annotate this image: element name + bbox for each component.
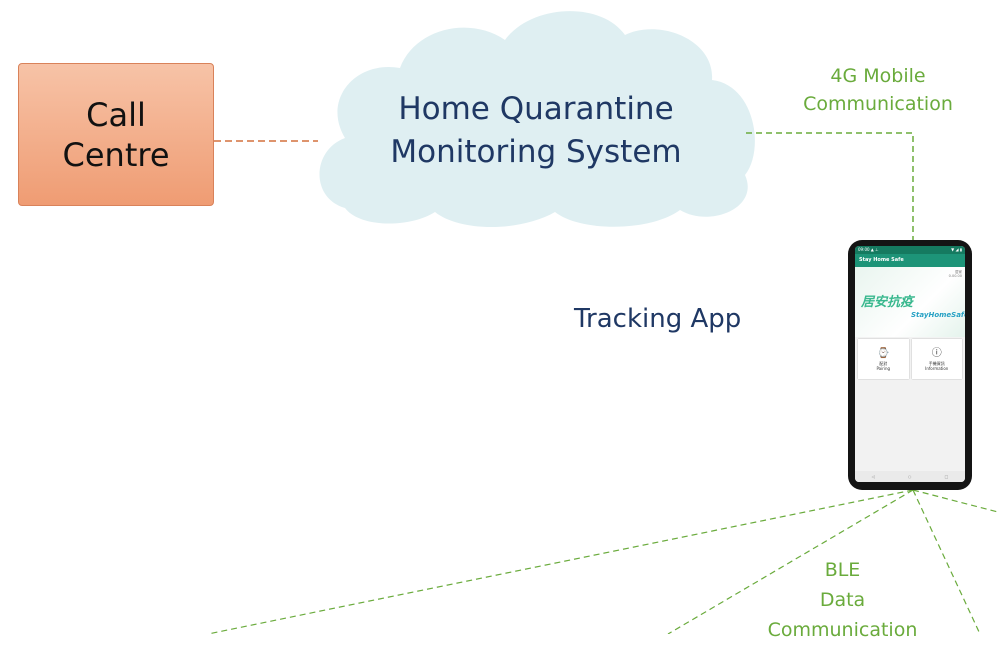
information-tile[interactable]: ⓘ 手機資訊 Information <box>911 339 962 379</box>
call-centre-line2: Centre <box>62 135 170 174</box>
ble-label: BLE Data Communication <box>740 555 945 645</box>
android-nav-bar: ◁ ○ □ <box>855 471 965 482</box>
4g-label: 4G Mobile Communication <box>773 62 983 118</box>
ble-link-right <box>912 489 998 513</box>
banner-corner-text: 居家 0.00.00 <box>949 270 962 278</box>
app-logo-english: StayHomeSafe <box>911 311 965 319</box>
back-icon[interactable]: ◁ <box>871 474 875 479</box>
4g-label-line2: Communication <box>803 93 953 115</box>
cloud-label-line1: Home Quarantine <box>398 91 674 127</box>
app-tiles: ⌚ 配對 Pairing ⓘ 手機資訊 Information <box>855 337 965 381</box>
banner-corner-line2: 0.00.00 <box>948 274 962 278</box>
pairing-label-en: Pairing <box>876 365 891 371</box>
ble-link-mid <box>667 489 914 634</box>
app-banner: 居家 0.00.00 居安抗疫 StayHomeSafe <box>855 267 965 337</box>
phone-status-bar: 09:00 ▲ ⊥ ▼ ◢ ▮ <box>855 246 965 254</box>
app-logo-chinese: 居安抗疫 <box>861 295 914 310</box>
ble-label-line2: Data <box>819 589 866 611</box>
cloud-label-line2: Monitoring System <box>390 134 682 170</box>
4g-link <box>746 132 914 240</box>
cloud-label: Home Quarantine Monitoring System <box>322 88 750 174</box>
app-title-bar: Stay Home Safe <box>855 254 965 267</box>
cloud-shape <box>319 11 755 228</box>
phone-device: 09:00 ▲ ⊥ ▼ ◢ ▮ Stay Home Safe 居家 0.00.0… <box>848 240 972 490</box>
info-icon: ⓘ <box>931 347 942 359</box>
ble-link-right-down <box>912 489 981 634</box>
information-label-en: Information <box>925 365 949 371</box>
ble-label-line3: Communication <box>767 619 918 641</box>
information-label-cn: 手機資訊 <box>928 360 945 366</box>
call-centre-box: Call Centre <box>18 63 214 206</box>
status-right: ▼ ◢ ▮ <box>951 247 962 252</box>
wristband-icon: ⌚ <box>877 347 890 359</box>
ble-label-line1: BLE <box>824 559 861 581</box>
4g-label-line1: 4G Mobile <box>830 65 926 87</box>
recent-apps-icon[interactable]: □ <box>944 474 949 479</box>
pairing-tile[interactable]: ⌚ 配對 Pairing <box>858 339 909 379</box>
tracking-app-label: Tracking App <box>574 304 742 334</box>
pairing-label-cn: 配對 <box>879 360 888 366</box>
phone-screen: 09:00 ▲ ⊥ ▼ ◢ ▮ Stay Home Safe 居家 0.00.0… <box>855 246 965 482</box>
status-left: 09:00 ▲ ⊥ <box>858 247 879 252</box>
home-icon[interactable]: ○ <box>907 474 912 479</box>
banner-corner-line1: 居家 <box>955 270 962 274</box>
call-centre-line1: Call <box>86 95 146 134</box>
